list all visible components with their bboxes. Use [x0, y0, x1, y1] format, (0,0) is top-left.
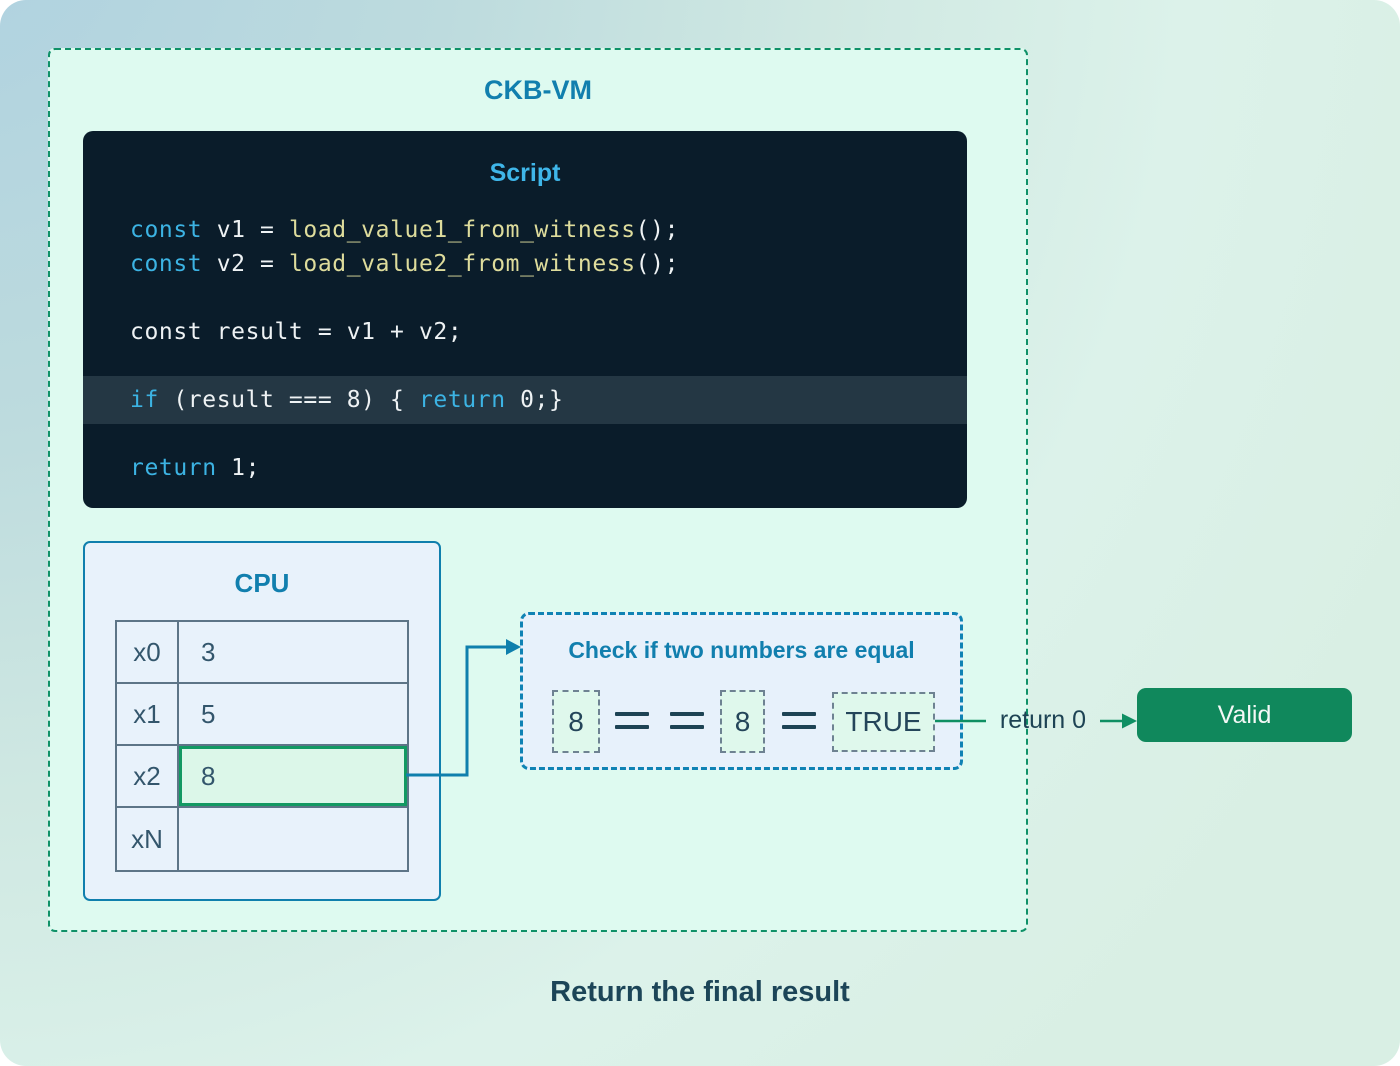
code-token: if	[130, 387, 159, 413]
code-blank-line	[83, 349, 967, 383]
register-value: 8	[179, 746, 407, 806]
register-name: xN	[117, 808, 179, 870]
equals-icon	[670, 712, 704, 729]
code-token: const	[130, 251, 203, 277]
code-token: v1 =	[202, 217, 289, 243]
code-token: return	[418, 387, 506, 413]
register-value: 3	[201, 636, 216, 667]
script-block: Script const v1 = load_value1_from_witne…	[83, 131, 967, 508]
code-token: 0;}	[505, 387, 564, 413]
left-operand-box: 8	[552, 690, 600, 753]
register-value	[179, 808, 407, 870]
code-token: const result = v1 + v2;	[130, 319, 463, 345]
register-name: x0	[117, 622, 179, 682]
code-token: v2 =	[202, 251, 289, 277]
code-token: 1;	[216, 455, 261, 481]
code-line: const v1 = load_value1_from_witness();	[83, 213, 967, 247]
register-name: x2	[117, 746, 179, 806]
code-token: ();	[635, 251, 680, 277]
code-token: const	[130, 217, 203, 243]
arrow-right-icon	[1122, 713, 1137, 729]
code-line: if (result === 8) { return 0;}	[83, 383, 967, 417]
vm-title: CKB-VM	[484, 75, 592, 105]
register-row: x0 3	[117, 622, 407, 684]
code-token: (result === 8) {	[158, 387, 419, 413]
diagram-caption: Return the final result	[550, 976, 850, 1008]
cpu-title: CPU	[234, 568, 290, 598]
code-line: const result = v1 + v2;	[83, 315, 967, 349]
register-value: 5	[201, 698, 216, 729]
valid-badge: Valid	[1137, 688, 1352, 742]
equality-check-box: Check if two numbers are equal 8 8 TRUE	[520, 612, 963, 770]
equals-icon	[782, 712, 816, 729]
code-line: const v2 = load_value2_from_witness();	[83, 247, 967, 281]
register-row: xN	[117, 808, 407, 870]
script-title: Script	[489, 159, 561, 187]
result-box: TRUE	[832, 692, 935, 752]
code-token: return	[130, 455, 217, 481]
equality-check-title: Check if two numbers are equal	[568, 637, 915, 663]
right-operand-box: 8	[720, 690, 765, 753]
register-name: x1	[117, 684, 179, 744]
code-token: load_value2_from_witness	[288, 251, 636, 277]
code-blank-line	[83, 417, 967, 451]
script-code-lines: const v1 = load_value1_from_witness();co…	[83, 213, 967, 485]
code-token: ();	[635, 217, 680, 243]
register-row: x1 5	[117, 684, 407, 746]
ckb-vm-container: CKB-VM Script const v1 = load_value1_fro…	[48, 48, 1028, 932]
code-line: return 1;	[83, 451, 967, 485]
equals-icon	[615, 712, 649, 729]
code-token: load_value1_from_witness	[288, 217, 636, 243]
code-blank-line	[83, 281, 967, 315]
return-zero-label: return 0	[999, 706, 1087, 734]
